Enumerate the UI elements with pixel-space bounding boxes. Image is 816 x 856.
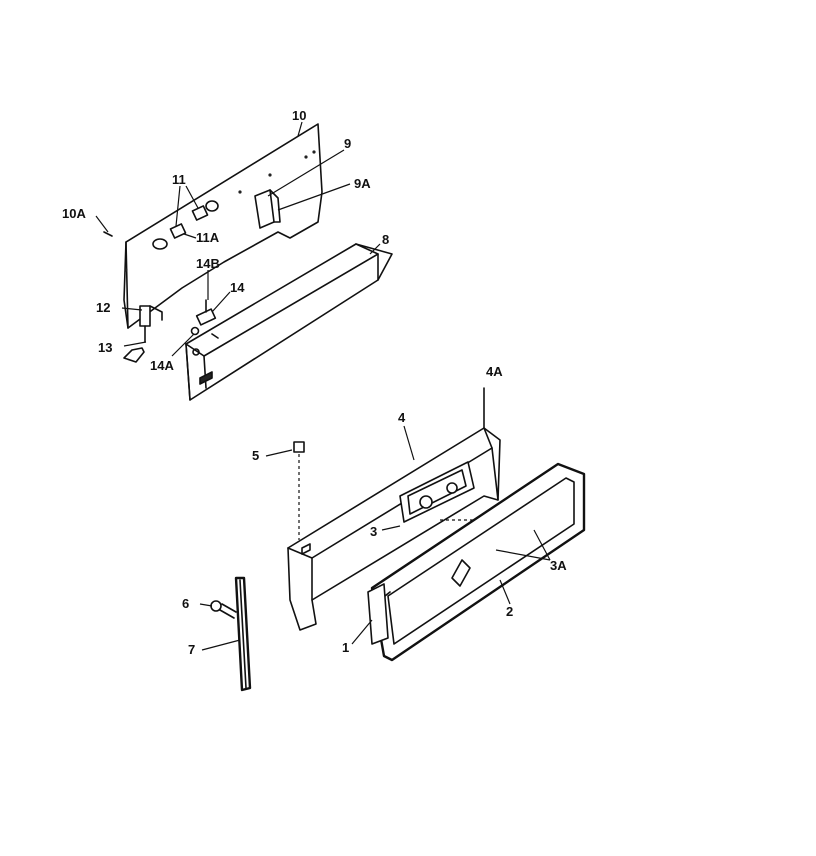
part-14-switch	[190, 299, 219, 339]
callout-7: 7	[188, 642, 195, 657]
callout-14b: 14B	[196, 256, 220, 271]
callout-8: 8	[382, 232, 389, 247]
callout-5: 5	[252, 448, 259, 463]
callout-1: 1	[342, 640, 349, 655]
part-11-lamp-sockets	[152, 200, 219, 250]
callout-3: 3	[370, 524, 377, 539]
callout-10a: 10A	[62, 206, 86, 221]
callout-14: 14	[230, 280, 245, 295]
callout-9: 9	[344, 136, 351, 151]
part-9-bracket	[254, 189, 281, 229]
part-10a-screw	[103, 231, 113, 237]
part-10-control-panel	[123, 123, 323, 329]
callout-11: 11	[172, 172, 186, 187]
part-12-13-lamp-assembly	[123, 305, 163, 363]
part-6-fastener	[210, 600, 237, 619]
callout-labels: 10 9 9A 11 10A 11A 8 14B 14 12 13 14A 4A…	[62, 108, 567, 657]
part-5-clip	[293, 441, 305, 540]
part-7-rail	[234, 576, 252, 692]
callout-9a: 9A	[354, 176, 371, 191]
callout-4a: 4A	[486, 364, 503, 379]
callout-2: 2	[506, 604, 513, 619]
callout-11a: 11A	[196, 230, 220, 245]
part-1-lens	[367, 583, 389, 645]
callout-10: 10	[292, 108, 306, 123]
part-3-control-module	[399, 461, 520, 523]
callout-12: 12	[96, 300, 110, 315]
callout-4: 4	[398, 410, 406, 425]
leader-lines	[95, 121, 551, 651]
callout-13: 13	[98, 340, 112, 355]
callout-3a: 3A	[550, 558, 567, 573]
callout-14a: 14A	[150, 358, 174, 373]
callout-6: 6	[182, 596, 189, 611]
part-8-trim-bar	[185, 243, 393, 401]
